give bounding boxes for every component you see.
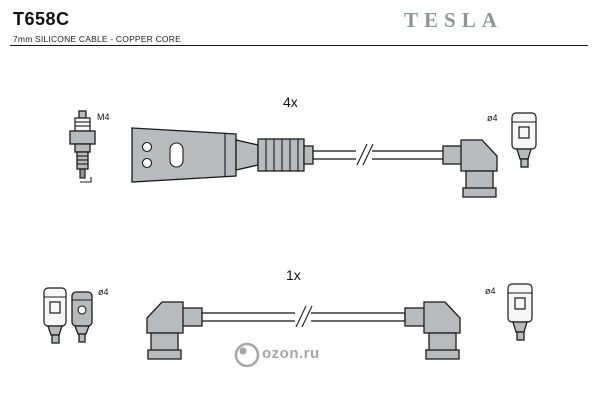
- cable-assembly-4x: [131, 127, 498, 198]
- cable-assembly-1x: [146, 301, 461, 360]
- cable-spec-subtitle: 7mm SILICONE CABLE - COPPER CORE: [13, 34, 181, 44]
- ozon-logo-icon: [234, 342, 260, 368]
- tesla-brand-logo: TESLA: [404, 8, 503, 32]
- terminal-icon-row1: [511, 112, 537, 168]
- watermark-text: ozon.ru: [262, 345, 320, 362]
- header-divider: [10, 45, 588, 46]
- plug-thread-label: M4: [97, 112, 110, 122]
- part-number: T658C: [13, 9, 70, 29]
- terminal-diameter-label-row2-left: ø4: [98, 287, 109, 297]
- terminal-icons-row2-left: [43, 287, 93, 344]
- terminal-diameter-label-row2-right: ø4: [485, 286, 496, 296]
- quantity-label-row2: 1x: [286, 267, 301, 283]
- terminal-icon-row2-right: [507, 283, 533, 341]
- terminal-diameter-label-row1: ø4: [487, 113, 498, 123]
- quantity-label-row1: 4x: [283, 94, 298, 110]
- spark-plug-icon: [69, 110, 96, 183]
